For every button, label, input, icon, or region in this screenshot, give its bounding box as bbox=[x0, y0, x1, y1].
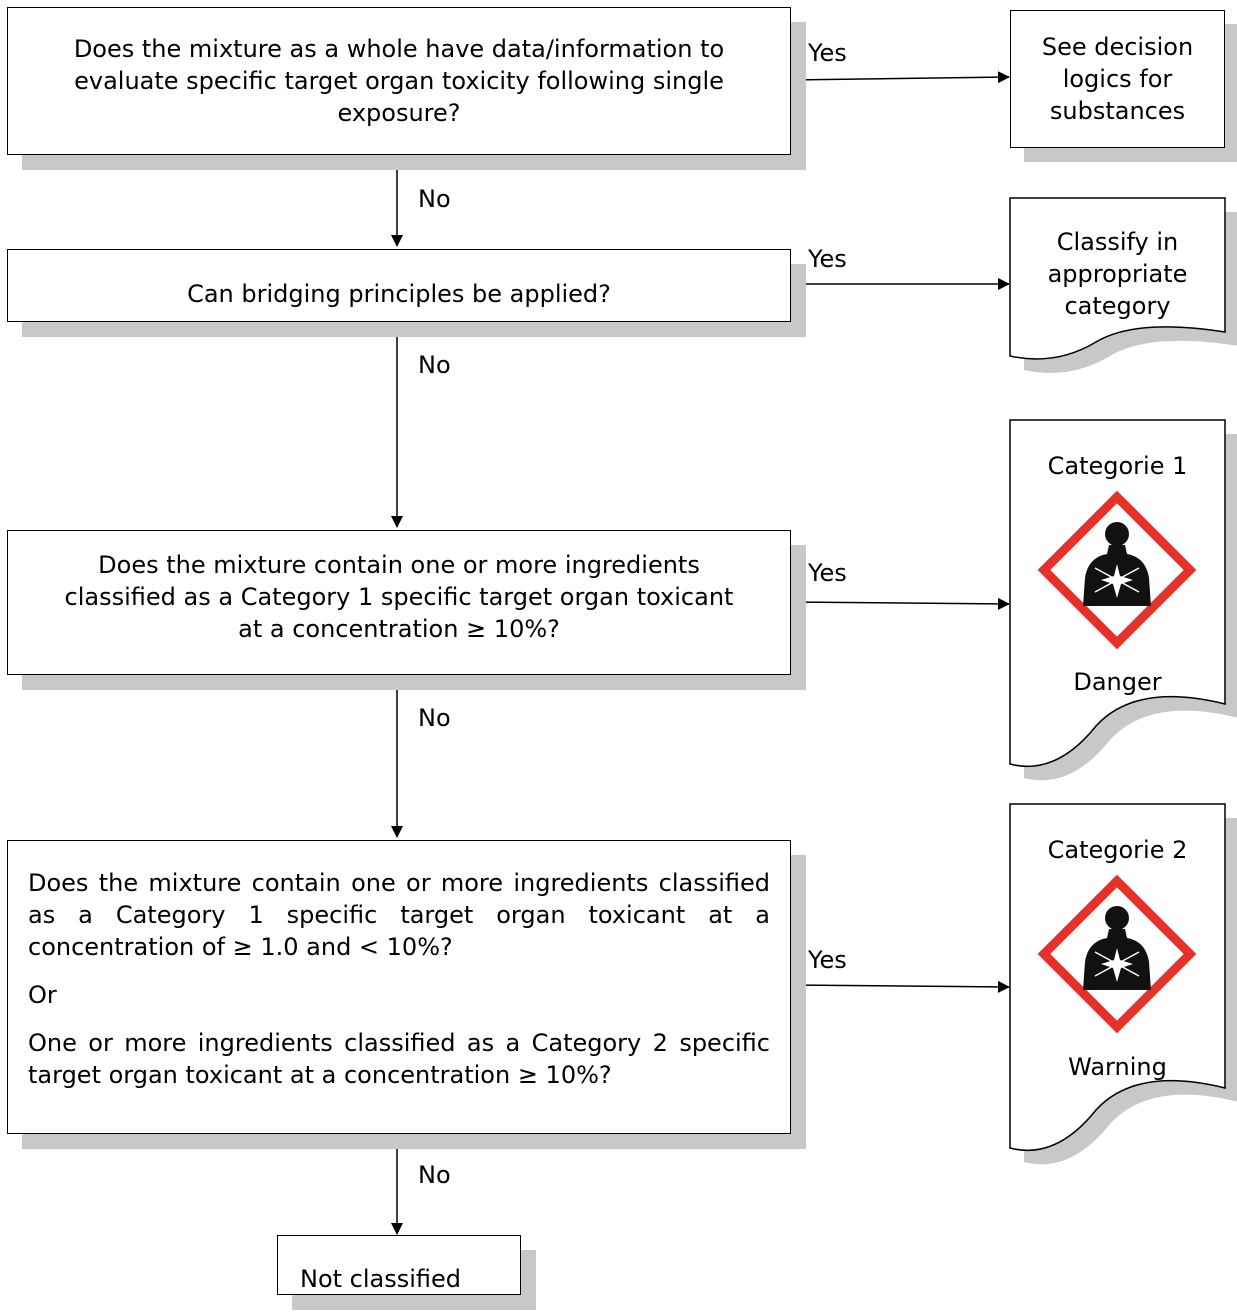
question-text: Does the mixture as a whole have data/in… bbox=[73, 35, 725, 127]
question-text-or: Or bbox=[28, 981, 57, 1009]
question-text: Can bridging principles be applied? bbox=[187, 279, 611, 308]
question-text: Does the mixture contain one or more ing… bbox=[64, 550, 734, 643]
no-label: No bbox=[418, 185, 451, 213]
arrow-q1-yes bbox=[788, 71, 1010, 84]
outcome-box-substances: See decision logics for substances bbox=[1010, 10, 1225, 148]
question-box-bridging: Can bridging principles be applied? bbox=[7, 249, 791, 322]
outcome-box-not-classified: Not classified bbox=[277, 1235, 521, 1295]
health-hazard-icon bbox=[1037, 490, 1197, 650]
question-text-part1: Does the mixture contain one or more ing… bbox=[28, 869, 770, 961]
health-hazard-icon bbox=[1037, 874, 1197, 1034]
outcome-text-classify: Classify in appropriate category bbox=[1047, 228, 1188, 320]
category1-title: Categorie 1 bbox=[1047, 452, 1188, 480]
question-box-category1: Does the mixture contain one or more ing… bbox=[7, 530, 791, 675]
yes-label: Yes bbox=[808, 559, 847, 587]
yes-label: Yes bbox=[808, 946, 847, 974]
category1-signal-word: Danger bbox=[1073, 668, 1162, 696]
arrow-q4-yes bbox=[788, 980, 1010, 993]
question-box-category1-2: Does the mixture contain one or more ing… bbox=[7, 840, 791, 1134]
doc-shape-classify bbox=[1009, 197, 1237, 373]
category2-title: Categorie 2 bbox=[1047, 836, 1188, 864]
question-box-whole-mixture: Does the mixture as a whole have data/in… bbox=[7, 7, 791, 155]
category2-signal-word: Warning bbox=[1068, 1053, 1167, 1081]
outcome-text: Not classified bbox=[300, 1265, 462, 1293]
question-text-part2: One or more ingredients classified as a … bbox=[28, 1029, 770, 1089]
outcome-text: See decision logics for substances bbox=[1041, 33, 1194, 125]
no-label: No bbox=[418, 1161, 451, 1189]
no-label: No bbox=[418, 704, 451, 732]
yes-label: Yes bbox=[808, 39, 847, 67]
yes-label: Yes bbox=[808, 245, 847, 273]
arrow-q3-yes bbox=[788, 597, 1010, 610]
no-label: No bbox=[418, 351, 451, 379]
